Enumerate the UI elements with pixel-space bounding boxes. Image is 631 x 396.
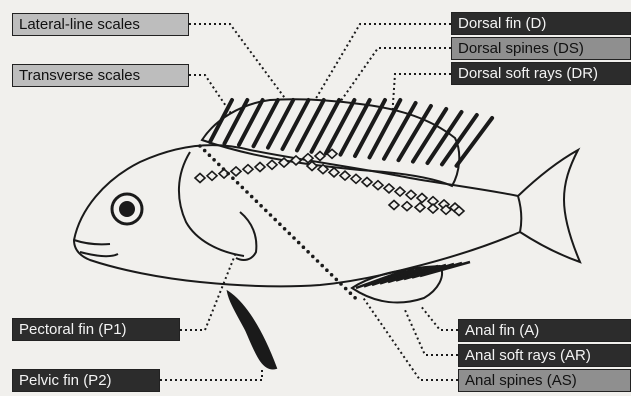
scale-marker [351, 174, 361, 183]
label-dorsal-fin: Dorsal fin (D) [451, 12, 631, 35]
transverse-scale [241, 186, 245, 190]
transverse-scale [288, 232, 292, 236]
transverse-scale [231, 176, 235, 180]
transverse-scale [302, 245, 306, 249]
transverse-scale [236, 181, 240, 185]
leader-anal-spines [362, 296, 458, 380]
leader-pectoral [180, 255, 235, 330]
leader-lateral-line [189, 24, 290, 105]
transverse-scale [245, 190, 249, 194]
scale-marker [329, 168, 339, 177]
transverse-scale [283, 227, 287, 231]
scale-marker [384, 184, 394, 193]
transverse-scale [330, 273, 334, 277]
scale-marker [207, 171, 217, 180]
pectoral-base [236, 212, 256, 260]
transverse-scale [316, 259, 320, 263]
scale-marker [195, 174, 205, 183]
scale-marker [255, 163, 265, 172]
label-transverse-scales: Transverse scales [12, 64, 189, 87]
transverse-scale [269, 213, 273, 217]
label-lateral-line-scales: Lateral-line scales [12, 13, 189, 36]
leader-anal-soft-rays [405, 310, 458, 355]
transverse-scale [264, 209, 268, 213]
scale-marker [243, 165, 253, 174]
transverse-scale [208, 153, 212, 157]
scale-marker [231, 167, 241, 176]
transverse-scale [226, 172, 230, 176]
scale-marker [267, 160, 277, 169]
scale-marker [417, 194, 427, 203]
scale-marker [415, 203, 425, 212]
leader-anal-fin [420, 305, 458, 330]
label-dorsal-soft-rays: Dorsal soft rays (DR) [451, 62, 631, 85]
label-anal-spines: Anal spines (AS) [458, 369, 631, 392]
transverse-scale [320, 264, 324, 268]
transverse-scale [339, 282, 343, 286]
transverse-scale [212, 158, 216, 162]
label-dorsal-spines: Dorsal spines (DS) [451, 37, 631, 60]
caudal-fin-shape [518, 150, 580, 262]
scale-marker [389, 201, 399, 210]
transverse-scale [325, 268, 329, 272]
transverse-scale [273, 218, 277, 222]
scale-marker [402, 202, 412, 211]
dorsal-ray [457, 118, 493, 166]
scale-marker [362, 178, 372, 187]
leader-dorsal-spines [338, 48, 451, 105]
transverse-scale [198, 144, 202, 148]
transverse-scale [278, 222, 282, 226]
transverse-scale [349, 291, 353, 295]
pelvic-fin-shape [228, 292, 276, 368]
transverse-scale [259, 204, 263, 208]
label-anal-fin: Anal fin (A) [458, 319, 631, 342]
transverse-scale [255, 199, 259, 203]
leader-dorsal-fin [315, 24, 451, 100]
transverse-scale [306, 250, 310, 254]
label-pectoral-fin: Pectoral fin (P1) [12, 318, 180, 341]
transverse-scale [311, 255, 315, 259]
scale-marker [373, 181, 383, 190]
leader-lines [160, 24, 458, 380]
transverse-scale [297, 241, 301, 245]
transverse-scale [217, 163, 221, 167]
scale-marker [406, 190, 416, 199]
leader-pelvic [160, 370, 262, 380]
label-anal-soft-rays: Anal soft rays (AR) [458, 344, 631, 367]
transverse-scale [222, 167, 226, 171]
eye [112, 194, 142, 224]
scale-marker [340, 171, 350, 180]
transverse-scale [250, 195, 254, 199]
transverse-scale [335, 278, 339, 282]
scale-marker [428, 204, 438, 213]
anal-rays [356, 262, 470, 288]
transverse-scale [353, 296, 357, 300]
transverse-scale [292, 236, 296, 240]
scale-marker [395, 187, 405, 196]
transverse-scale [344, 287, 348, 291]
transverse-scale [203, 149, 207, 153]
label-pelvic-fin: Pelvic fin (P2) [12, 369, 160, 392]
